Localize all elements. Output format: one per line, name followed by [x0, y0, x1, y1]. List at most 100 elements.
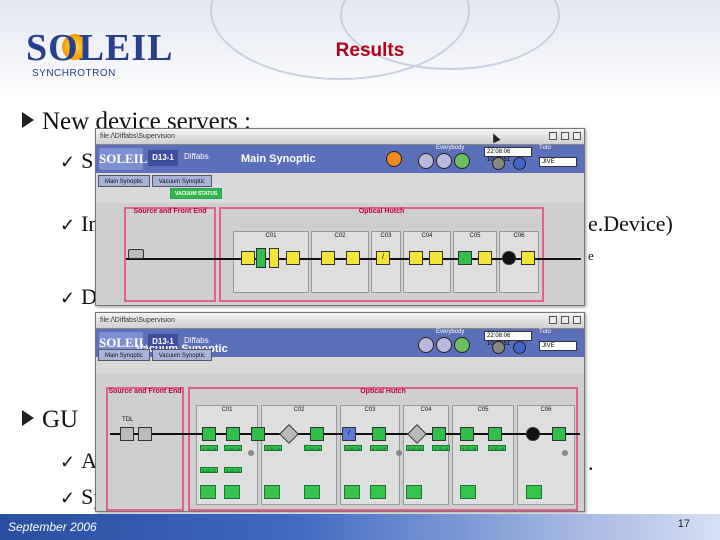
- arrow-icon[interactable]: [492, 157, 505, 170]
- logo-subtitle: SYNCHROTRON: [32, 68, 116, 79]
- pressure-gauge: 8.6E-09: [200, 467, 218, 473]
- lock-icon[interactable]: [436, 153, 452, 169]
- arrow-icon[interactable]: [492, 341, 505, 354]
- shutter-component[interactable]: /: [342, 427, 356, 441]
- soleil-mini-logo: SOLEIL: [99, 148, 147, 170]
- page-number: 17: [677, 518, 690, 530]
- maximize-button[interactable]: [561, 132, 569, 140]
- attenuator-component[interactable]: [286, 251, 300, 265]
- soleil-logo: SOLEIL SYNCHROTRON: [26, 28, 173, 82]
- bulb-icon[interactable]: [454, 153, 470, 169]
- close-button[interactable]: [573, 316, 581, 324]
- detector-component[interactable]: [502, 251, 516, 265]
- optical-hutch-section: Optical Hutch: [188, 387, 578, 511]
- pump-icon: [200, 485, 216, 499]
- beamline-badge: D13-1: [148, 150, 178, 166]
- pressure-gauge: 3.7E-09: [432, 445, 450, 451]
- status-led: [248, 450, 254, 456]
- help-icon[interactable]: [513, 341, 526, 354]
- pressure-gauge: 5.6E-09: [344, 445, 362, 451]
- bulb-icon[interactable]: [454, 337, 470, 353]
- lock-icon[interactable]: [436, 337, 452, 353]
- shutter-component[interactable]: /: [376, 251, 390, 265]
- mirror-component[interactable]: [256, 248, 266, 268]
- pump-component[interactable]: [372, 427, 386, 441]
- lock-icon[interactable]: [418, 153, 434, 169]
- jive-field[interactable]: JIVE: [539, 341, 577, 351]
- pump-component[interactable]: [202, 427, 216, 441]
- filter-component[interactable]: [321, 251, 335, 265]
- pump-icon[interactable]: [138, 427, 152, 441]
- close-button[interactable]: [573, 132, 581, 140]
- main-synoptic-window[interactable]: file:/\Diffabs\Supervision SOLEIL D13-1 …: [95, 128, 585, 306]
- synoptic-panel: Source and Front End Optical Hutch C01 C…: [96, 203, 584, 305]
- valve-component[interactable]: [478, 251, 492, 265]
- pump-component[interactable]: [251, 427, 265, 441]
- tab-vacuum-synoptic[interactable]: Vacuum Synoptic: [151, 175, 212, 187]
- app-name: Diffabs: [184, 336, 209, 345]
- tab-main-synoptic[interactable]: Main Synoptic: [98, 349, 150, 361]
- mirror-component[interactable]: [269, 248, 279, 268]
- vacuum-status-button[interactable]: VACUUM STATUS: [170, 188, 223, 199]
- check-icon: ✓: [60, 152, 76, 172]
- front-end-device-label: TDL: [122, 417, 134, 423]
- window-titlebar[interactable]: file:/\Diffabs\Supervision: [96, 313, 584, 329]
- user-field-label: Tuto: [539, 145, 551, 151]
- pump-component[interactable]: [226, 427, 240, 441]
- tab-vacuum-synoptic[interactable]: Vacuum Synoptic: [151, 349, 212, 361]
- diagnostic-component[interactable]: [458, 251, 472, 265]
- lock-icon[interactable]: [418, 337, 434, 353]
- status-led: [562, 450, 568, 456]
- pressure-gauge: 8.6E-09: [224, 445, 242, 451]
- check-icon: ✓: [60, 215, 76, 235]
- pressure-gauge: 4.7E-09: [370, 445, 388, 451]
- window-header: SOLEIL D13-1 Diffabs Vacuum Synoptic Eve…: [96, 329, 584, 357]
- pump-icon: [264, 485, 280, 499]
- user-label: Everybody: [436, 145, 465, 151]
- jive-field[interactable]: JIVE: [539, 157, 577, 167]
- diagnostic-component[interactable]: [409, 251, 423, 265]
- pressure-gauge: 4.2E-09: [460, 445, 478, 451]
- tab-main-synoptic[interactable]: Main Synoptic: [98, 175, 150, 187]
- pump-icon: [460, 485, 476, 499]
- pump-component[interactable]: [552, 427, 566, 441]
- valve-component[interactable]: [429, 251, 443, 265]
- valve-component[interactable]: [521, 251, 535, 265]
- date-field[interactable]: 22:08:06 10:44:51: [484, 331, 532, 347]
- valve-component[interactable]: [346, 251, 360, 265]
- slit-component[interactable]: [241, 251, 255, 265]
- vacuum-synoptic-window[interactable]: file:/\Diffabs\Supervision SOLEIL D13-1 …: [95, 312, 585, 512]
- bullet-gui: GU: [22, 406, 78, 434]
- pump-icon: [406, 485, 422, 499]
- bullet-fragment: .: [588, 450, 594, 475]
- help-icon[interactable]: [513, 157, 526, 170]
- pump-component[interactable]: [488, 427, 502, 441]
- gear-icon[interactable]: [386, 151, 402, 167]
- footer-date: September 2006: [8, 520, 97, 534]
- pump-component[interactable]: [432, 427, 446, 441]
- slide-title: Results: [335, 40, 405, 61]
- minimize-button[interactable]: [549, 132, 557, 140]
- pressure-gauge: 5.6E-09: [406, 445, 424, 451]
- detector-component[interactable]: [526, 427, 540, 441]
- pressure-gauge: 8.4E-09: [224, 467, 242, 473]
- check-icon: ✓: [60, 288, 76, 308]
- pump-component[interactable]: [460, 427, 474, 441]
- bullet-sub: ✓S: [60, 148, 94, 173]
- minimize-button[interactable]: [549, 316, 557, 324]
- arrow-bullet-icon: [22, 112, 34, 129]
- bullet-fragment: e: [588, 248, 594, 263]
- window-header: SOLEIL D13-1 Diffabs Main Synoptic Every…: [96, 145, 584, 173]
- date-field[interactable]: 22:08:06 10:44:51: [484, 147, 532, 163]
- section-label: Source and Front End: [133, 208, 207, 215]
- bullet-sub: ✓A: [60, 448, 97, 473]
- section-label: Source and Front End: [108, 388, 182, 395]
- maximize-button[interactable]: [561, 316, 569, 324]
- front-end-section: Source and Front End: [106, 387, 184, 511]
- soleil-mini-logo: SOLEIL: [99, 332, 147, 354]
- pump-component[interactable]: [310, 427, 324, 441]
- source-icon[interactable]: [128, 249, 144, 259]
- valve-component[interactable]: [120, 427, 134, 441]
- window-titlebar[interactable]: file:/\Diffabs\Supervision: [96, 129, 584, 145]
